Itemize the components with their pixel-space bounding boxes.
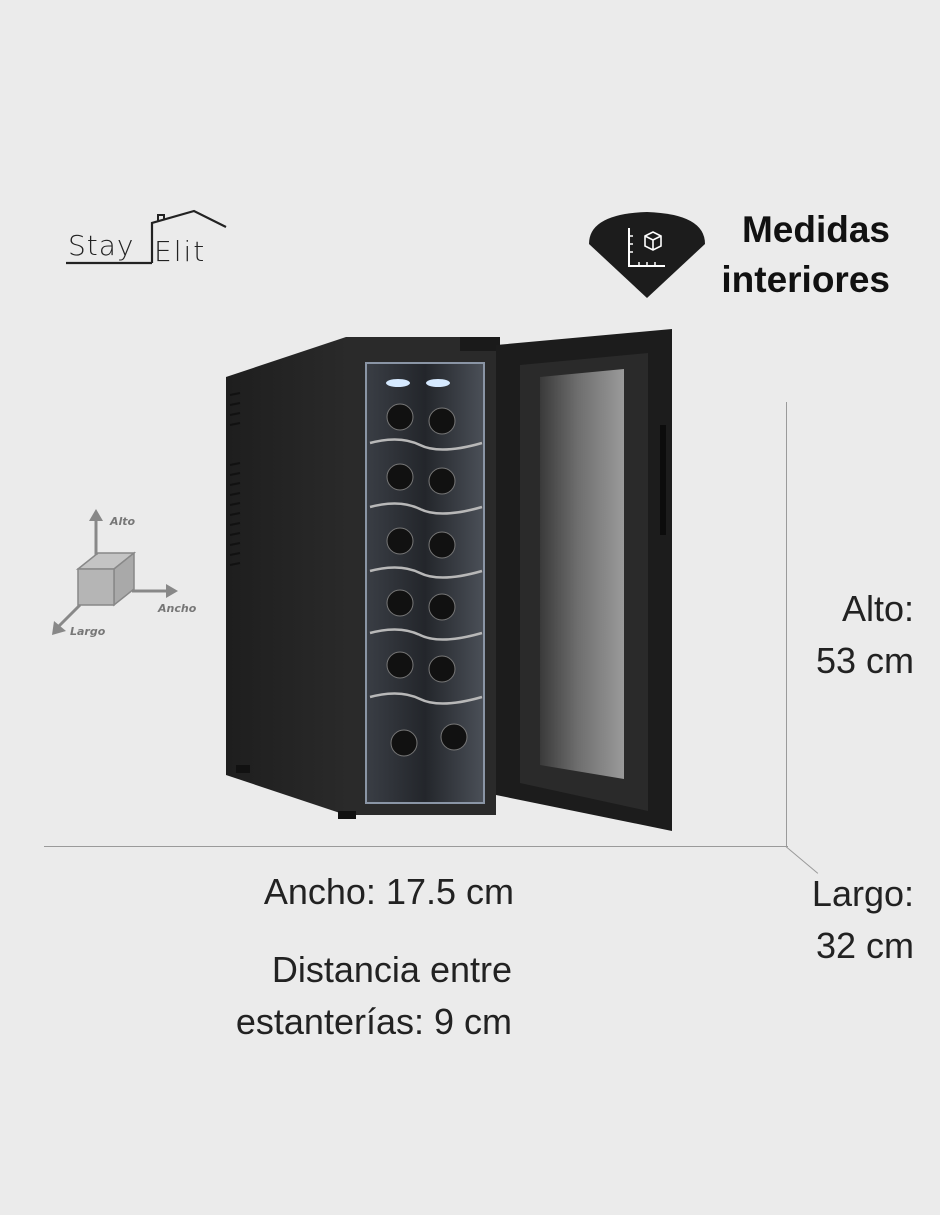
axes-cube-icon bbox=[52, 509, 178, 635]
axis-label-largo: Largo bbox=[70, 625, 106, 638]
page-title: Medidas interiores bbox=[700, 205, 890, 305]
axis-label-ancho: Ancho bbox=[158, 602, 197, 615]
wine-cooler-image bbox=[220, 325, 680, 835]
title-line2: interiores bbox=[721, 259, 890, 300]
shelf-distance-measurement: Distancia entre estanterías: 9 cm bbox=[200, 944, 512, 1048]
largo-measurement: Largo: 32 cm bbox=[790, 868, 914, 972]
title-line1: Medidas bbox=[741, 209, 890, 250]
axes-legend: Alto Ancho Largo bbox=[44, 505, 214, 645]
distancia-line2: estanterías: 9 cm bbox=[235, 1001, 512, 1042]
measure-cube-icon bbox=[589, 212, 705, 298]
largo-label: Largo: bbox=[811, 873, 914, 914]
alto-label: Alto: bbox=[841, 588, 914, 629]
height-guide-line bbox=[786, 402, 787, 846]
base-guide-line bbox=[44, 846, 788, 847]
measure-badge bbox=[585, 206, 709, 302]
brand-name-part2: Elit bbox=[154, 235, 207, 268]
house-roof-icon bbox=[66, 209, 227, 265]
alto-value: 53 cm bbox=[815, 640, 914, 681]
brand-logo: Stay Elit bbox=[64, 205, 234, 275]
axis-label-alto: Alto bbox=[110, 515, 136, 528]
largo-value: 32 cm bbox=[815, 925, 914, 966]
alto-measurement: Alto: 53 cm bbox=[790, 583, 914, 687]
ancho-measurement: Ancho: 17.5 cm bbox=[263, 871, 514, 912]
brand-name-part1: Stay bbox=[68, 229, 135, 262]
distancia-line1: Distancia entre bbox=[271, 949, 512, 990]
wine-cooler-illustration bbox=[226, 329, 672, 831]
